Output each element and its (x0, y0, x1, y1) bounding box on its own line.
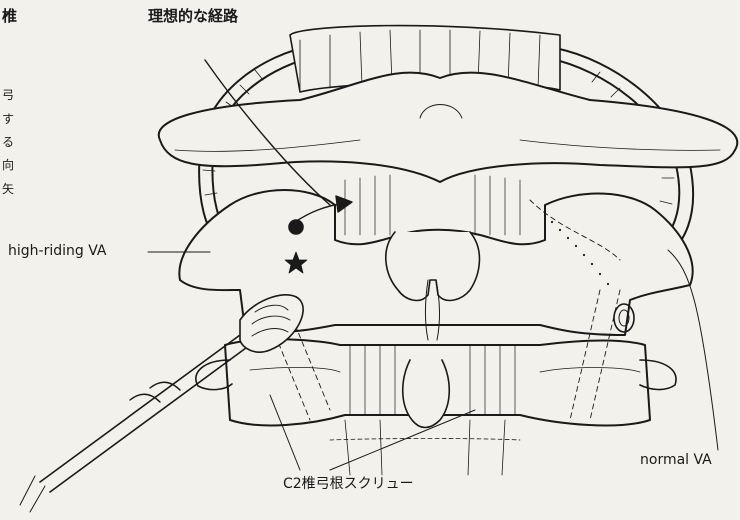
c1-posterior-arch (159, 73, 738, 182)
margin-char-1: 弓 (2, 88, 14, 102)
high-riding-va-label: high-riding VA (8, 243, 106, 259)
margin-char-4: 向 (2, 158, 14, 172)
margin-char-5: 矢 (2, 182, 14, 196)
c3-vertebra (196, 339, 676, 427)
entry-point-dot (289, 220, 303, 234)
margin-char-2: す (2, 112, 14, 126)
ideal-path-label: 理想的な経路 (148, 8, 238, 24)
screw-label: C2椎弓根スクリュー (283, 476, 414, 492)
margin-heading: 椎 (2, 8, 17, 24)
margin-char-3: る (2, 135, 14, 149)
normal-va-label: normal VA (640, 452, 712, 468)
